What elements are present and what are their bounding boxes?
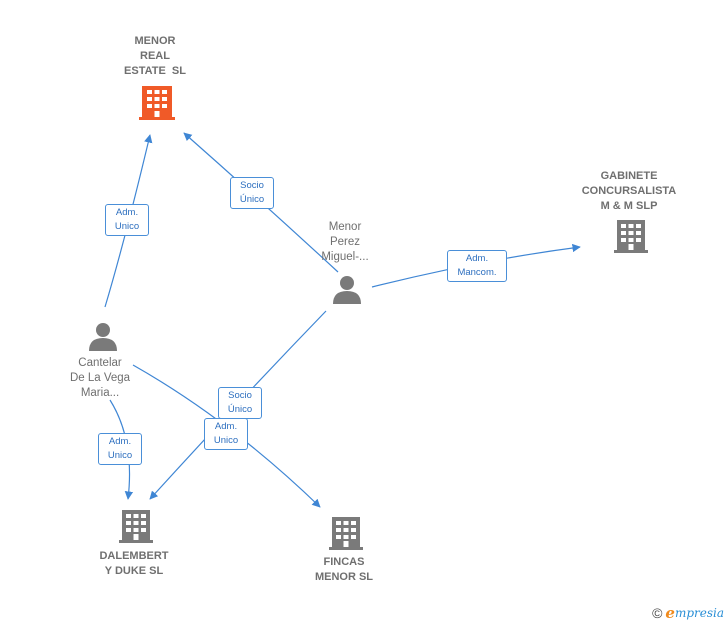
edge-label-perez-real-estate: Socio Único [230, 177, 274, 209]
brand-logo-initial: e [665, 604, 675, 622]
person-label-cantelar[interactable]: Cantelar De La Vega Maria... [69, 357, 131, 399]
building-icon[interactable] [329, 517, 363, 550]
brand-logo-text: mpresia [674, 606, 724, 620]
building-icon[interactable] [614, 220, 648, 253]
company-label-menor-real-estate[interactable]: MENOR REAL ESTATE SL [124, 35, 186, 77]
building-icon[interactable] [139, 86, 175, 120]
edge-label-cantelar-dalembert: Adm. Unico [98, 433, 142, 465]
company-label-gabinete[interactable]: GABINETE CONCURSALISTA M & M SLP [581, 170, 677, 212]
company-label-fincas[interactable]: FINCAS MENOR SL [314, 556, 374, 583]
edge-label-perez-gabinete: Adm. Mancom. [447, 250, 507, 282]
person-icon[interactable] [89, 323, 117, 351]
copyright-icon: © [652, 605, 663, 621]
person-icon[interactable] [333, 276, 361, 304]
building-icon[interactable] [119, 510, 153, 543]
brand-footer: © e mpresia [652, 604, 724, 622]
edge-label-cantelar-real-estate: Adm. Unico [105, 204, 149, 236]
edge-label-perez-dalembert: Socio Único [218, 387, 262, 419]
edge-label-cantelar-fincas: Adm. Unico [204, 418, 248, 450]
company-label-dalembert[interactable]: DALEMBERT Y DUKE SL [99, 550, 169, 577]
person-label-menor-perez[interactable]: Menor Perez Miguel-... [321, 221, 369, 263]
